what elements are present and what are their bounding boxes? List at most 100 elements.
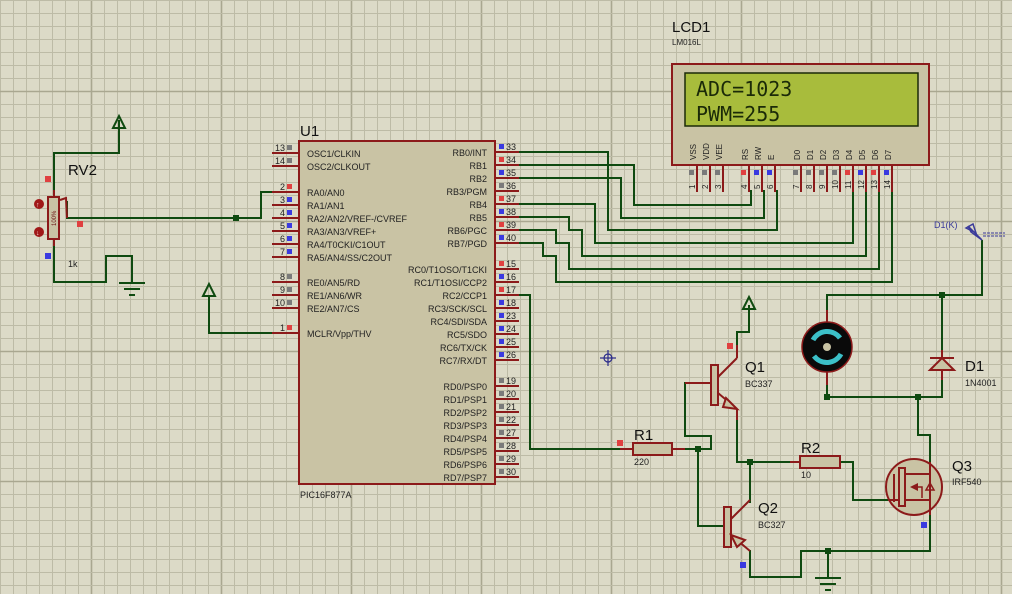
mcu-u1[interactable]: U1 13OSC1/CLKIN14OSC2/CLKOUT2RA0/AN03RA1…	[272, 123, 519, 500]
lcd-pin-4[interactable]: RS4	[740, 149, 750, 192]
lcd-pin-9[interactable]: D29	[818, 149, 828, 192]
wire-pot-bottom-to-ground[interactable]	[53, 240, 133, 283]
lcd-pin-5[interactable]: RW5	[753, 146, 763, 192]
wire-rb6-to-d6[interactable]	[517, 190, 880, 270]
dc-motor[interactable]	[801, 310, 853, 385]
wire-rb7-to-d7[interactable]	[517, 190, 893, 283]
diode-d1[interactable]: D1 1N4001	[927, 350, 997, 388]
wire-emitters-to-r2[interactable]	[736, 410, 800, 463]
transistor-q1[interactable]: Q1 BC337	[685, 343, 773, 420]
pot-decrease-button[interactable]	[34, 227, 44, 237]
pot-down-arrow-icon: ↓	[36, 230, 40, 237]
resistor-r2[interactable]: R2 10	[790, 440, 841, 480]
pin-number: 4	[280, 208, 285, 218]
voltage-probe-d1k[interactable]: D1(K)	[934, 220, 1005, 241]
power-terminal-q1[interactable]	[741, 294, 757, 310]
wire-rb1-to-rs[interactable]	[517, 164, 752, 206]
pin-number: 3	[714, 184, 723, 189]
wire-q2-collector-to-ground[interactable]	[749, 515, 931, 578]
wire-rc2-to-r1[interactable]	[517, 294, 633, 450]
wire-drain[interactable]	[917, 397, 931, 462]
pin-label: RC1/T1OSI/CCP2	[414, 278, 487, 288]
wire-q1-collector-to-power[interactable]	[736, 305, 750, 353]
ground-symbol-main[interactable]	[815, 577, 841, 591]
wire-pot-top-to-power[interactable]	[53, 120, 120, 196]
pin-number: 36	[506, 181, 516, 191]
transistor-q2[interactable]: Q2 BC327	[723, 499, 786, 568]
power-terminal-rv2[interactable]	[111, 113, 127, 129]
wire-base-node-to-q2[interactable]	[697, 449, 725, 527]
wire-mclr-to-power[interactable]	[208, 296, 285, 334]
pin-label: RC7/RX/DT	[439, 356, 487, 366]
wire-rb4-to-d4[interactable]	[517, 190, 854, 244]
r2-value: 10	[801, 470, 811, 480]
lcd-pin-7[interactable]: D07	[792, 149, 802, 192]
wire-rb5-to-d5[interactable]	[517, 190, 867, 257]
potentiometer-rv2[interactable]: RV2 100% ↑ ↓ 1k	[34, 162, 97, 269]
pot-increase-button[interactable]	[34, 199, 44, 209]
wire-rb2-to-rw[interactable]	[517, 177, 765, 219]
pin-label: RC2/CCP1	[442, 291, 487, 301]
pin-state-indicator	[499, 404, 504, 409]
ground-symbol-rv2[interactable]	[119, 282, 145, 296]
power-terminal-mclr[interactable]	[201, 281, 217, 297]
wire-r2-to-gate[interactable]	[840, 461, 888, 501]
mosfet-q3[interactable]: Q3 IRF540	[885, 458, 982, 528]
lcd-display[interactable]: LCD1 LM016L ADC=1023 PWM=255 VSS1VDD2VEE…	[671, 19, 930, 192]
lcd-pin-6[interactable]: E6	[766, 155, 776, 192]
pin-label: VDD	[702, 143, 711, 160]
pin-number: 29	[506, 454, 516, 464]
pin-number: 8	[805, 184, 814, 189]
resistor-r1[interactable]: R1 220	[617, 427, 685, 467]
wire-rb0-to-e[interactable]	[517, 151, 778, 231]
pin-number: 9	[818, 184, 827, 189]
lcd-pin-8[interactable]: D18	[805, 149, 815, 192]
pin-number: 7	[280, 247, 285, 257]
